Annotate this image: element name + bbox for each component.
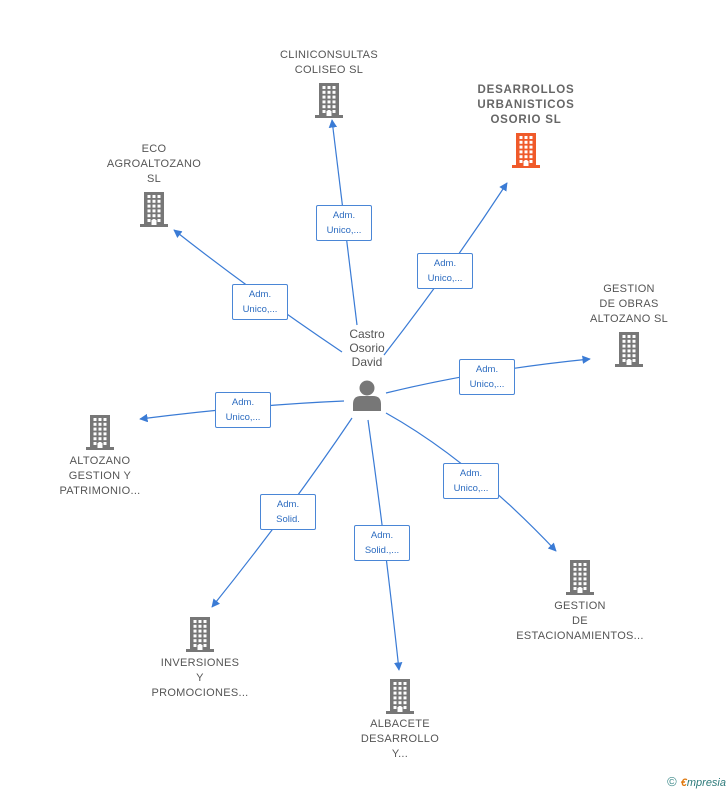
- company-node-albacete[interactable]: ALBACETE DESARROLLO Y...: [325, 678, 475, 760]
- footer-brand: ©€mpresia: [667, 774, 726, 789]
- center-label: Castro Osorio David: [349, 327, 385, 369]
- edge-label-albacete[interactable]: Adm. Solid.,...: [354, 525, 410, 561]
- company-label: INVERSIONES Y PROMOCIONES...: [151, 657, 249, 699]
- building-icon-highlighted: [512, 133, 540, 168]
- company-label: CLINICONSULTAS COLISEO SL: [280, 49, 378, 76]
- company-node-eco[interactable]: ECO AGROALTOZANO SL: [79, 142, 229, 227]
- company-node-inversiones[interactable]: INVERSIONES Y PROMOCIONES...: [125, 616, 275, 699]
- edge-to-cliniconsultas: [328, 119, 358, 326]
- company-label: GESTION DE OBRAS ALTOZANO SL: [589, 283, 669, 325]
- building-icon: [140, 192, 168, 227]
- company-node-gestion-estac[interactable]: GESTION DE ESTACIONAMIENTOS...: [505, 559, 655, 642]
- building-icon: [615, 332, 643, 367]
- building-icon: [315, 83, 343, 118]
- company-label: ALTOZANO GESTION Y PATRIMONIO...: [59, 455, 141, 497]
- brand-logo-e: €: [680, 777, 687, 789]
- building-icon: [86, 415, 114, 450]
- company-label: GESTION DE ESTACIONAMIENTOS...: [516, 600, 644, 642]
- company-label: ECO AGROALTOZANO SL: [106, 143, 202, 185]
- person-icon: [353, 380, 381, 411]
- company-label: ALBACETE DESARROLLO Y...: [360, 718, 440, 760]
- company-node-cliniconsultas[interactable]: CLINICONSULTAS COLISEO SL: [254, 48, 404, 118]
- brand-name: mpresia: [686, 777, 726, 789]
- building-icon: [186, 617, 214, 652]
- edge-label-cliniconsultas[interactable]: Adm. Unico,...: [316, 205, 372, 241]
- building-icon: [386, 679, 414, 714]
- company-node-gestion-obras[interactable]: GESTION DE OBRAS ALTOZANO SL: [554, 282, 704, 367]
- edge-label-gestion-obras[interactable]: Adm. Unico,...: [459, 359, 515, 395]
- edge-label-inversiones[interactable]: Adm. Solid.: [260, 494, 316, 530]
- edge-label-altozano[interactable]: Adm. Unico,...: [215, 392, 271, 428]
- company-node-desarrollos[interactable]: DESARROLLOS URBANISTICOS OSORIO SL: [451, 83, 601, 168]
- center-person[interactable]: Castro Osorio David: [330, 327, 404, 411]
- edge-label-eco[interactable]: Adm. Unico,...: [232, 284, 288, 320]
- edge-label-desarrollos[interactable]: Adm. Unico,...: [417, 253, 473, 289]
- copyright-icon: ©: [667, 774, 677, 789]
- edge-label-gestion-estac[interactable]: Adm. Unico,...: [443, 463, 499, 499]
- building-icon: [566, 560, 594, 595]
- company-label: DESARROLLOS URBANISTICOS OSORIO SL: [477, 84, 575, 126]
- company-node-altozano[interactable]: ALTOZANO GESTION Y PATRIMONIO...: [25, 414, 175, 497]
